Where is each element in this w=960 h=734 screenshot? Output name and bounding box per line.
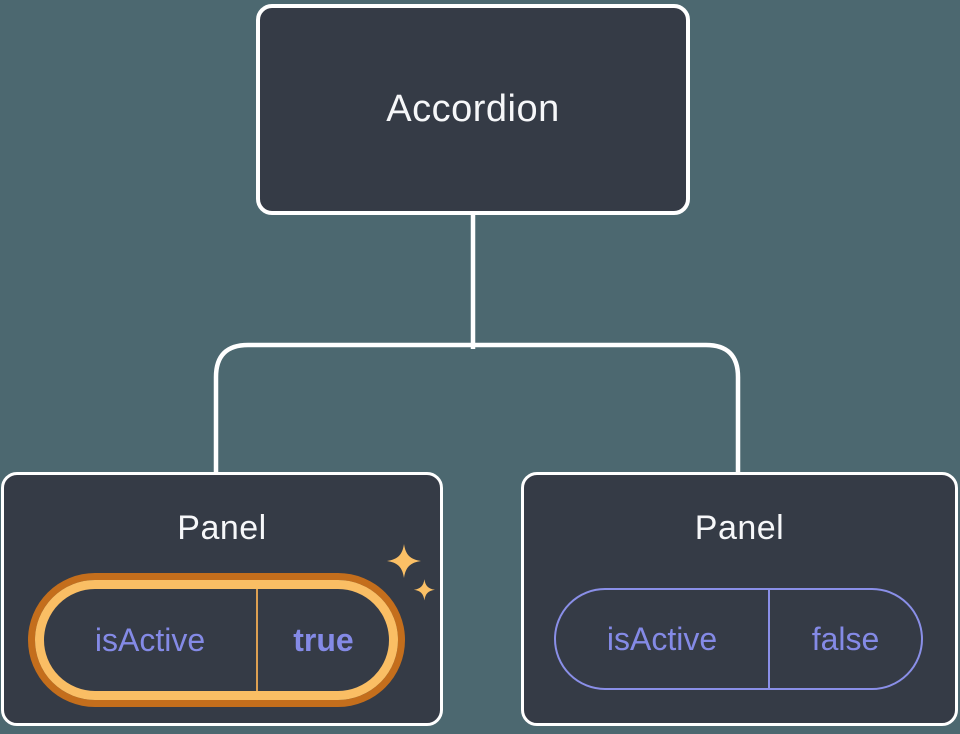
pill-divider [256,589,258,691]
branch-connector-line [213,342,741,474]
panel-node-label: Panel [694,509,785,547]
sparkle-icon-large [387,544,421,578]
accordion-node: Accordion [256,4,690,215]
panel-node-active: Panel isActive true [1,472,443,726]
panel-node-label: Panel [177,509,267,547]
prop-name-label: isActive [94,621,206,658]
sparkle-icon-small [413,579,435,601]
prop-pill-active: isActive true [35,580,398,700]
accordion-node-label: Accordion [386,88,560,130]
prop-value-label: false [811,620,880,657]
panel-node-inactive: Panel isActive false [521,472,958,726]
prop-name-label: isActive [606,620,718,657]
pill-divider [768,590,770,688]
sparkle-icon [387,544,435,601]
prop-pill-inactive: isActive false [554,588,923,690]
prop-value-label: true [293,621,354,658]
